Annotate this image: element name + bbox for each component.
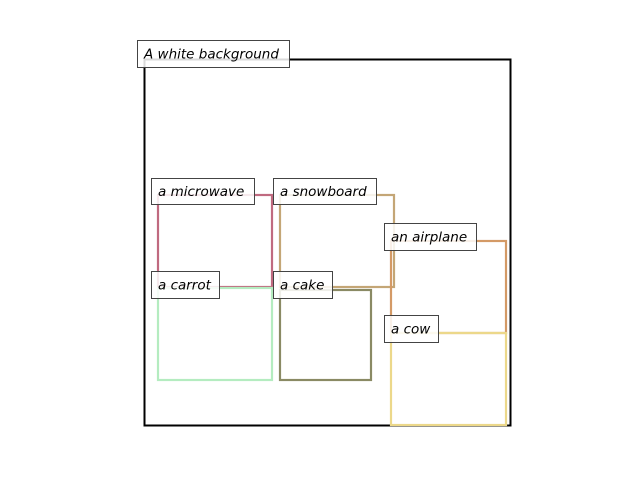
background-box: [143, 58, 512, 427]
label-background: A white background: [137, 40, 290, 68]
svg-text:a cow: a cow: [391, 322, 431, 338]
label-snowboard: a snowboard: [273, 178, 377, 205]
label-carrot: a carrot: [151, 271, 220, 299]
svg-text:a carrot: a carrot: [158, 278, 212, 294]
svg-text:an airplane: an airplane: [391, 230, 467, 246]
svg-text:a microwave: a microwave: [158, 184, 244, 200]
svg-text:A white background: A white background: [143, 47, 279, 63]
box-carrot: [156, 286, 274, 382]
box-cow: [389, 331, 508, 427]
svg-text:a cake: a cake: [280, 278, 324, 294]
box-cake: [278, 288, 373, 382]
label-microwave: a microwave: [151, 178, 255, 205]
label-cake: a cake: [273, 271, 333, 299]
svg-text:a snowboard: a snowboard: [280, 184, 367, 200]
label-airplane: an airplane: [384, 223, 477, 251]
label-cow: a cow: [384, 315, 439, 343]
